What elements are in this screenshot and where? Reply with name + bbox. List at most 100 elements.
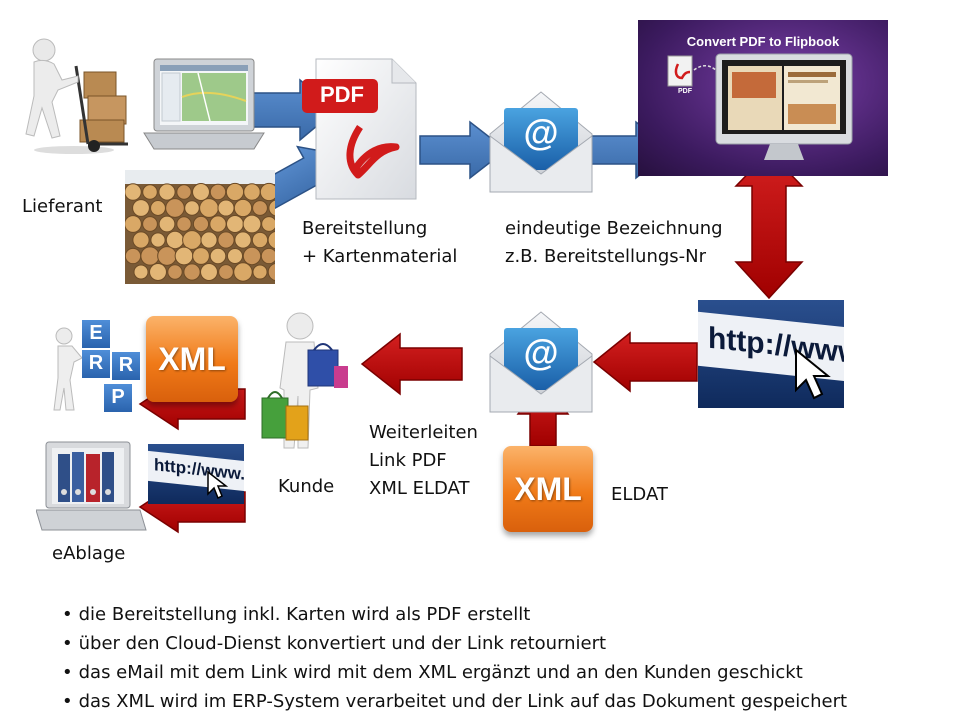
log-end [158,215,176,233]
erp-cubes-icon [53,320,140,412]
erp-cube-e: E [89,322,103,344]
log-end [142,216,158,232]
log-end [165,198,185,218]
log-end [261,216,275,232]
erp-cube-r1: R [88,352,104,374]
log-end [267,262,275,282]
mouse-cursor-icon [795,347,831,400]
summary-bullet-list: die Bereitstellung inkl. Karten wird als… [62,600,847,716]
log-end [234,231,252,249]
log-end [225,182,245,202]
log-end [174,246,194,266]
laptop-map-icon [143,58,265,150]
mouse-cursor-small-icon [207,470,229,500]
erp-cube-r2: R [118,354,134,376]
imac-monitor-icon [667,53,853,160]
log-end [259,182,275,202]
http-browser-panel: http://www. [698,300,844,408]
arrow-http-to-email [592,331,698,393]
lieferant-person-icon [25,38,128,154]
log-end [209,215,227,233]
log-end [157,246,177,266]
email-envelope-icon [489,91,593,193]
log-end [218,264,234,280]
log-end [200,263,218,281]
log-end [267,230,275,250]
kunde-person-icon [261,312,348,449]
log-end [242,214,262,234]
log-end [132,231,150,249]
log-end [268,199,275,217]
log-end [226,247,244,265]
log-end [150,232,166,248]
label-kunde: Kunde [278,476,335,497]
log-end [217,199,235,217]
log-end [125,215,142,233]
label-bezeichnung-1: eindeutige Bezeichnung [505,218,723,239]
http-browser-panel-small: http://www. [148,444,244,504]
log-end [183,263,201,281]
arrow-email-to-kunde [360,332,463,396]
eablage-laptop-icon [36,441,147,531]
log-end [260,247,275,265]
label-bereitstellung-2: + Kartenmaterial [302,246,458,267]
email-envelope-2-icon [489,311,593,413]
log-end [182,230,202,250]
label-eldat: ELDAT [611,484,668,505]
label-lieferant: Lieferant [22,196,103,217]
erp-cube-p: P [111,386,125,408]
pdf-document-icon [302,58,417,200]
label-weiterleiten-1: Weiterleiten [369,422,478,443]
log-end [192,247,210,265]
label-weiterleiten-2: Link PDF [369,450,447,471]
log-end [158,183,176,201]
log-end [132,199,150,217]
log-end [243,183,261,201]
email-2-at-symbol: @ [523,332,559,373]
log-end [150,200,166,216]
xml-badge-bottom: XML [503,446,593,532]
bullet-item: über den Cloud-Dienst konvertiert und de… [62,629,847,658]
flipbook-title: Convert PDF to Flipbook [686,34,840,49]
label-bereitstellung-1: Bereitstellung [302,218,428,239]
log-end [149,263,167,281]
log-end [192,183,210,201]
log-end [251,231,269,249]
flipbook-small-pdf-label: PDF [678,88,692,95]
log-end [142,184,158,200]
label-bezeichnung-2: z.B. Bereitstellungs-Nr [505,246,707,267]
log-end [140,246,160,266]
flipbook-panel: Convert PDF to Flipbook PDF [638,20,888,176]
log-end [200,231,218,249]
log-end [225,214,245,234]
arrow-pdf-to-email [419,120,508,180]
log-end [209,183,227,201]
log-end [217,231,235,249]
log-end [176,184,192,200]
arrow-flipbook-http [734,150,804,300]
log-end [242,246,262,266]
wood-pile-icon [125,170,275,284]
bullet-item: die Bereitstellung inkl. Karten wird als… [62,600,847,629]
bullet-item: das eMail mit dem Link wird mit dem XML … [62,658,847,687]
log-end [184,200,200,216]
log-end [252,264,268,280]
email-at-symbol: @ [523,112,559,153]
log-end [165,230,185,250]
log-end [192,215,210,233]
log-end [199,198,219,218]
log-end [252,200,268,216]
log-end [176,216,192,232]
log-end [167,264,183,280]
xml-badge-top: XML [146,316,238,402]
label-weiterleiten-3: XML ELDAT [369,478,470,499]
pdf-icon-label: PDF [320,82,364,107]
log-end [209,247,227,265]
label-eablage: eAblage [52,543,126,564]
bullet-item: das XML wird im ERP-System verarbeitet u… [62,687,847,716]
log-end [233,198,253,218]
log-end [125,183,142,201]
log-end [133,264,149,280]
log-end [233,262,253,282]
